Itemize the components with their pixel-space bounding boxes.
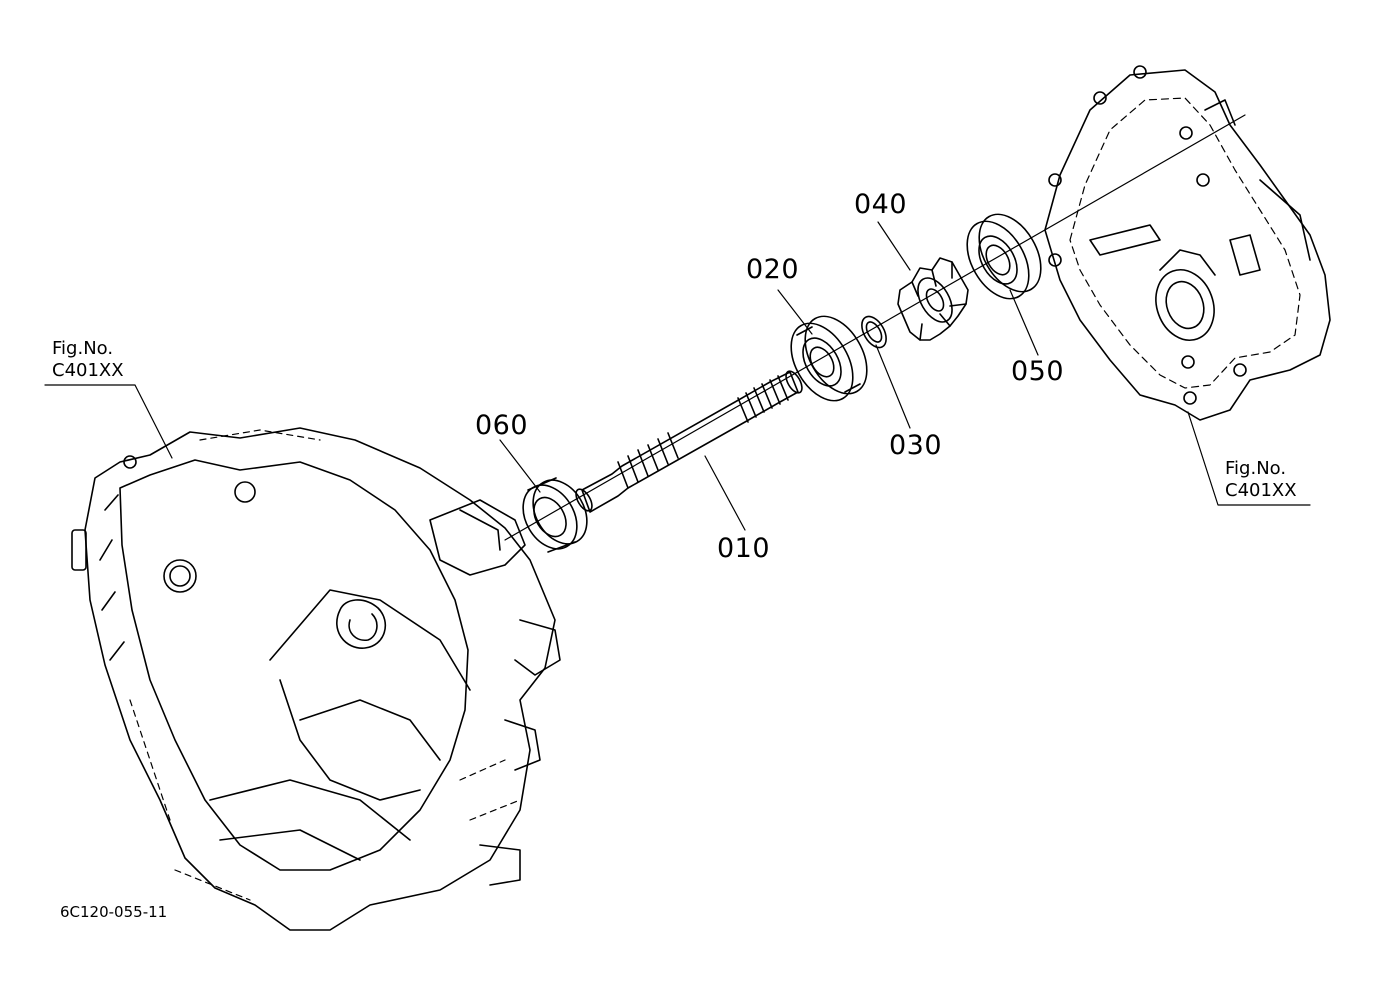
- figure-ref-left: Fig.No. C401XX: [52, 338, 124, 382]
- part-label-050: 050: [1011, 356, 1065, 387]
- figure-ref-left-line1: Fig.No.: [52, 338, 114, 359]
- drawing-code: 6C120-055-11: [60, 903, 168, 921]
- part-label-040: 040: [854, 189, 908, 220]
- part-010-shaft: [575, 370, 803, 513]
- part-060-oil-seal: [522, 477, 588, 553]
- figure-ref-right: Fig.No. C401XX: [1225, 458, 1297, 502]
- figure-ref-left-line2: C401XX: [52, 360, 124, 381]
- part-030-snap-ring: [861, 315, 887, 349]
- part-label-030: 030: [889, 430, 943, 461]
- shaft-axis-line: [504, 114, 1246, 541]
- leader-lines: [44, 221, 1311, 531]
- part-050-ball-bearing: [966, 213, 1042, 300]
- front-housing: [71, 427, 561, 931]
- rear-housing: [1044, 65, 1331, 421]
- part-020-ball-bearing: [790, 315, 868, 402]
- part-040-gear: [897, 257, 969, 341]
- figure-ref-right-line2: C401XX: [1225, 480, 1297, 501]
- figure-ref-right-line1: Fig.No.: [1225, 458, 1287, 479]
- part-label-020: 020: [746, 254, 800, 285]
- part-label-010: 010: [717, 533, 771, 564]
- part-label-060: 060: [475, 410, 529, 441]
